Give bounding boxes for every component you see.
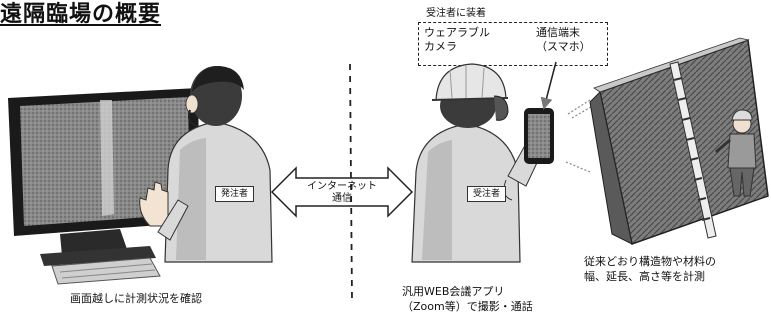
page-title: 遠隔臨場の概要 [0,2,162,27]
site-divider-line [349,63,353,301]
keyboard-icon [51,257,161,285]
device-group-box [418,22,608,66]
client-caption: 画面越しに計測状況を確認 [70,292,202,305]
internet-line1: インターネット [307,181,377,192]
phone-label: 通信端末 （スマホ） [536,26,591,53]
contractor-caption: 汎用WEB会議アプリ （Zoom等）で撮影・通話 [402,285,533,313]
smartphone-icon [524,108,554,164]
phone-pointer-arrow [540,61,557,110]
contractor-person-icon [411,63,545,263]
site-caption: 従来どおり構造物や材料の 幅、延長、高さ等を計測 [584,255,716,283]
internet-line2: 通信 [332,193,352,204]
wearable-camera-label: ウェアラブル カメラ [424,26,490,53]
signal-waves-icon [565,99,597,173]
contractor-vest-label: 受注者 [467,186,507,202]
worn-by-contractor-label: 受注者に装着 [426,8,486,19]
site-worker-icon [715,109,757,197]
client-vest-label: 発注者 [215,186,255,202]
measuring-staff-icon [669,61,717,239]
internet-connection-label: インターネット 通信 [296,181,388,205]
internet-arrow-icon [270,166,414,218]
